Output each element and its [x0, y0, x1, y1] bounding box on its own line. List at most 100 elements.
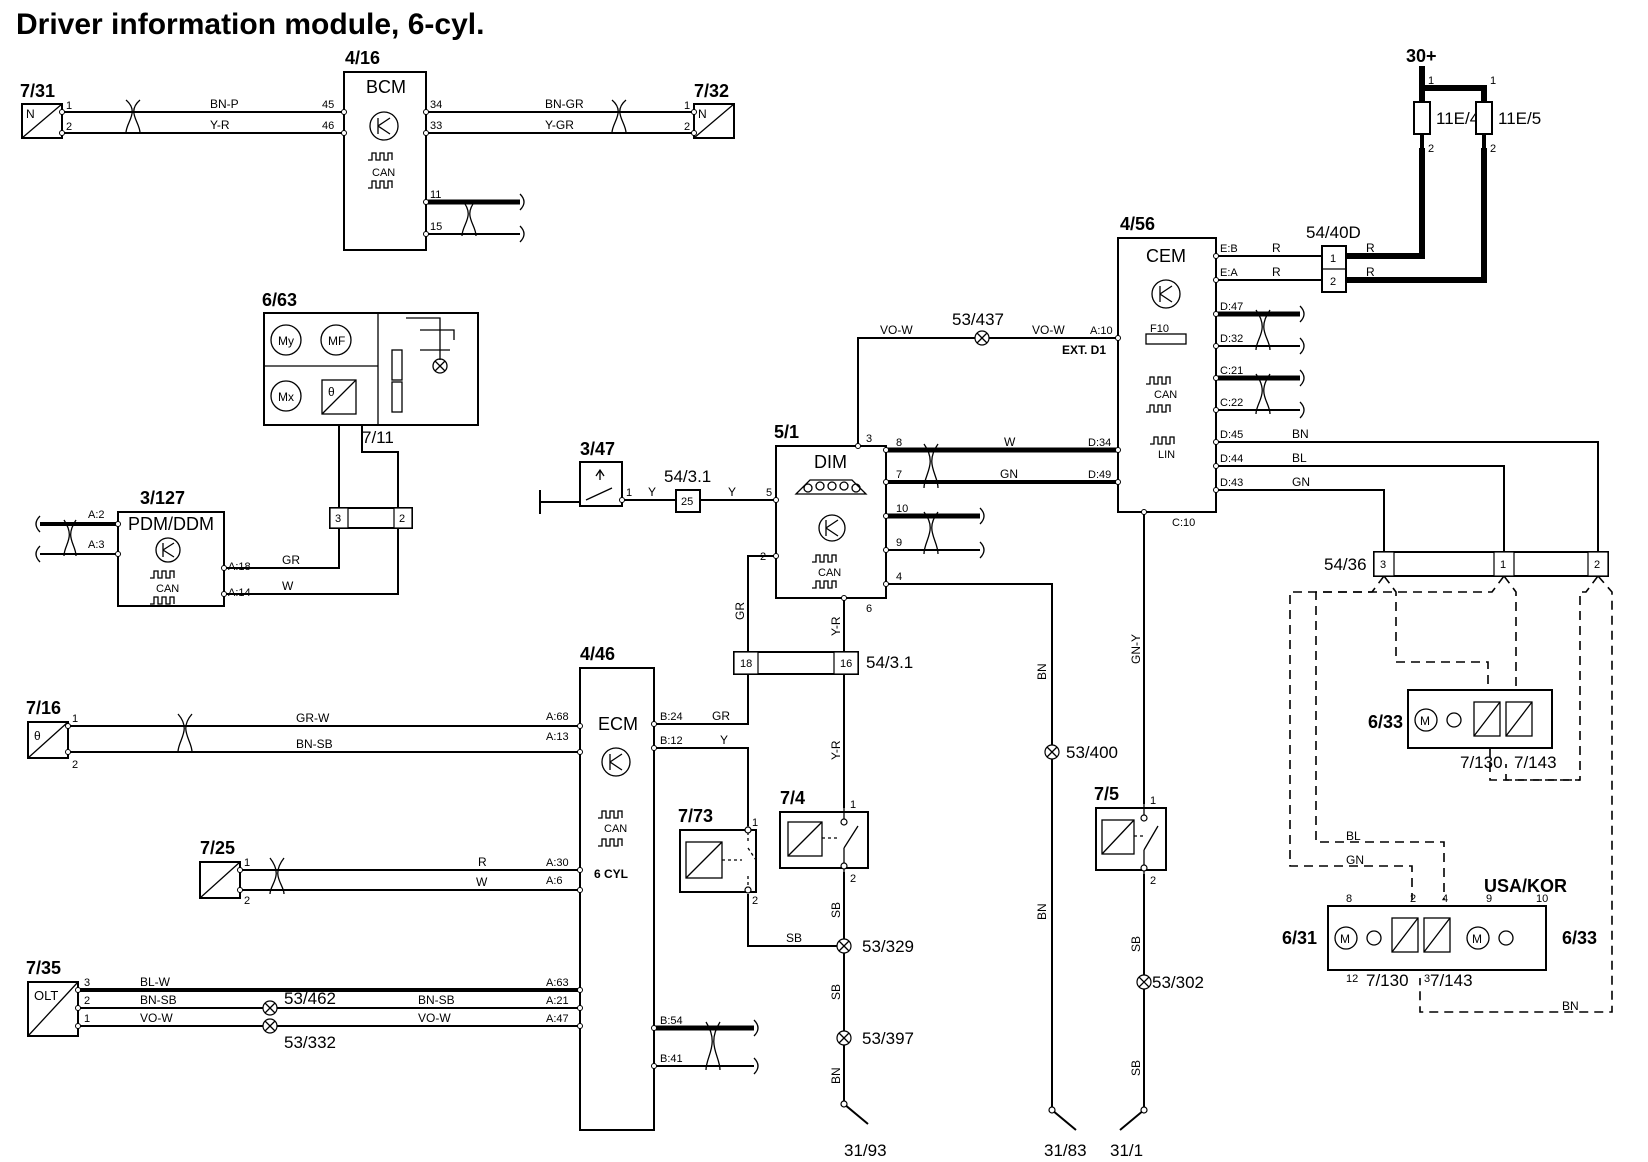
sensor-7-25: 7/25 [199, 838, 241, 899]
svg-text:53/302: 53/302 [1152, 973, 1204, 992]
svg-text:SB: SB [1129, 1060, 1143, 1076]
svg-text:6/33: 6/33 [1562, 928, 1597, 948]
svg-text:W: W [1004, 435, 1016, 449]
svg-text:N: N [698, 107, 707, 121]
svg-text:45: 45 [322, 99, 334, 111]
label-4-46: 4/46 [580, 644, 615, 664]
svg-text:53/332: 53/332 [284, 1033, 336, 1052]
cem-name: CEM [1146, 246, 1186, 266]
svg-text:Mx: Mx [278, 390, 294, 404]
svg-text:VO-W: VO-W [140, 1011, 173, 1025]
svg-text:Y-R: Y-R [829, 616, 843, 636]
svg-text:BL-W: BL-W [140, 975, 171, 989]
fuse-11e-5: 11E/5 [1475, 101, 1541, 135]
svg-text:Y: Y [720, 733, 728, 747]
svg-text:1: 1 [84, 1013, 90, 1025]
svg-text:7/143: 7/143 [1430, 971, 1473, 990]
svg-text:7/130: 7/130 [1366, 971, 1409, 990]
svg-text:53/462: 53/462 [284, 989, 336, 1008]
label-5-1: 5/1 [774, 422, 799, 442]
svg-text:E:A: E:A [1220, 267, 1238, 279]
svg-text:33: 33 [430, 120, 442, 132]
svg-text:1: 1 [66, 100, 72, 112]
label-7-11: 7/11 [362, 428, 394, 447]
svg-text:10: 10 [896, 503, 908, 515]
label-4-56: 4/56 [1120, 214, 1155, 234]
svg-text:7/35: 7/35 [26, 958, 61, 978]
svg-text:5: 5 [766, 487, 772, 499]
svg-text:BN-SB: BN-SB [418, 993, 455, 1007]
svg-text:3: 3 [335, 513, 341, 525]
sensor-7-32: N 7/32 [693, 81, 735, 139]
svg-text:1: 1 [850, 799, 856, 811]
label-7-31: 7/31 [20, 81, 55, 101]
svg-text:M: M [1472, 932, 1482, 946]
svg-text:CAN: CAN [156, 583, 179, 595]
svg-text:BN-SB: BN-SB [296, 737, 333, 751]
svg-text:2: 2 [1490, 143, 1496, 155]
svg-text:7/16: 7/16 [26, 698, 61, 718]
svg-text:A:3: A:3 [88, 539, 105, 551]
svg-text:BL: BL [1346, 829, 1361, 843]
svg-text:46: 46 [322, 120, 334, 132]
svg-text:D:32: D:32 [1220, 333, 1243, 345]
svg-text:1: 1 [1490, 75, 1496, 87]
svg-text:11E/5: 11E/5 [1498, 109, 1541, 128]
connector-25: 25 54/3.1 [664, 467, 711, 513]
sensor-7-31: N 7/31 [20, 81, 63, 139]
svg-text:B:12: B:12 [660, 735, 683, 747]
svg-text:53/397: 53/397 [862, 1029, 914, 1048]
svg-text:W: W [476, 875, 488, 889]
svg-text:SB: SB [829, 984, 843, 1000]
ground-31-93: 31/93 [844, 1141, 887, 1160]
svg-text:2: 2 [1150, 875, 1156, 887]
svg-text:15: 15 [430, 221, 442, 233]
svg-text:C:21: C:21 [1220, 365, 1243, 377]
svg-text:1: 1 [684, 100, 690, 112]
svg-text:7/130: 7/130 [1460, 753, 1503, 772]
splice-53-437: 53/437 [952, 310, 1004, 346]
svg-text:D:44: D:44 [1220, 453, 1243, 465]
svg-text:R: R [1366, 241, 1375, 255]
ecm-name: ECM [598, 714, 638, 734]
bcm-name: BCM [366, 77, 406, 97]
svg-text:2: 2 [1594, 559, 1600, 571]
svg-text:6 CYL: 6 CYL [594, 867, 628, 881]
label-54-3-1-top: 54/3.1 [664, 467, 711, 486]
svg-text:2: 2 [84, 995, 90, 1007]
svg-text:BN: BN [829, 1067, 843, 1084]
svg-text:53/437: 53/437 [952, 310, 1004, 329]
svg-text:25: 25 [681, 496, 693, 508]
svg-text:GN-Y: GN-Y [1129, 634, 1143, 664]
svg-text:34: 34 [430, 99, 442, 111]
svg-text:θ: θ [328, 385, 335, 399]
svg-text:1: 1 [626, 487, 632, 499]
splice-53-302: 53/302 [1136, 973, 1204, 992]
svg-text:N: N [26, 107, 35, 121]
svg-text:7/4: 7/4 [780, 788, 805, 808]
svg-text:3: 3 [84, 977, 90, 989]
svg-text:53/400: 53/400 [1066, 743, 1118, 762]
svg-text:1: 1 [1150, 795, 1156, 807]
svg-text:6: 6 [866, 603, 872, 615]
svg-text:CAN: CAN [604, 823, 627, 835]
svg-text:F10: F10 [1150, 323, 1169, 335]
svg-text:A:63: A:63 [546, 977, 569, 989]
wire-y-gr: Y-GR [545, 118, 574, 132]
svg-text:OLT: OLT [34, 988, 58, 1003]
svg-text:Y-R: Y-R [829, 740, 843, 760]
svg-text:My: My [278, 334, 294, 348]
wire-bn-gr: BN-GR [545, 97, 584, 111]
connector-54-40d: 12 54/40D [1306, 223, 1361, 293]
svg-text:B:54: B:54 [660, 1015, 683, 1027]
dim-name: DIM [814, 452, 847, 472]
svg-text:W: W [282, 579, 294, 593]
svg-text:CAN: CAN [372, 167, 395, 179]
splice-53-397: 53/397 [836, 1029, 914, 1048]
svg-text:GN: GN [1000, 467, 1018, 481]
svg-text:6/33: 6/33 [1368, 712, 1403, 732]
svg-text:1: 1 [244, 857, 250, 869]
svg-text:2: 2 [244, 895, 250, 907]
pump-6-33-upper: 6/33 M 7/130 7/143 [1368, 689, 1557, 772]
svg-text:12: 12 [1346, 973, 1358, 985]
